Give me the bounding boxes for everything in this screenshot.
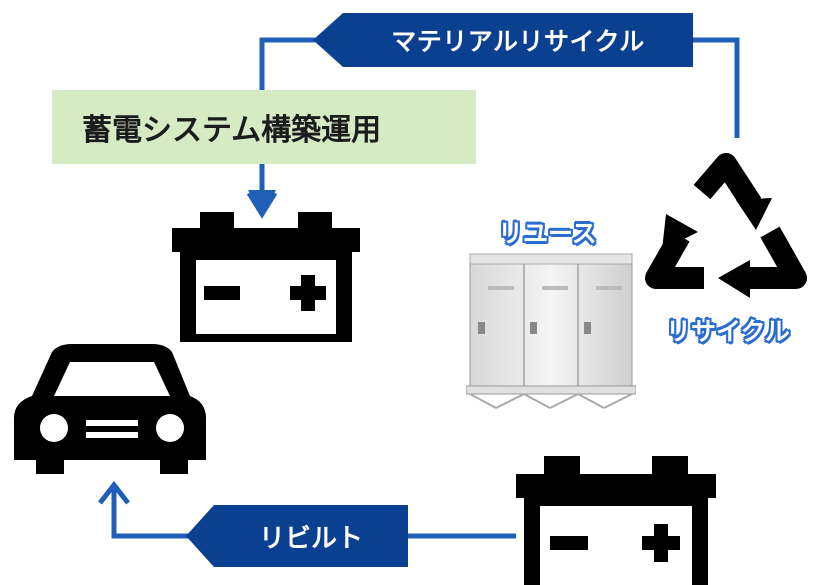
- material-recycle-label: マテリアルリサイクル: [391, 27, 645, 56]
- recycle-icon: [645, 153, 807, 298]
- battery-icon: [172, 212, 360, 342]
- arrowhead-down: [246, 191, 278, 219]
- tag-shape: [313, 13, 693, 67]
- rebuild-tag: リビルト: [186, 505, 408, 567]
- rebuild-label: リビルト: [258, 523, 363, 554]
- connector-material-to-recycle: [693, 37, 740, 138]
- storage-system-label: 蓄電システム構築運用: [82, 113, 382, 148]
- arrow-down-to-battery: [248, 190, 276, 216]
- arrowhead-up: [98, 480, 130, 505]
- storage-cabinet-icon: [466, 253, 636, 409]
- car-icon: [14, 344, 206, 474]
- storage-system-box: 蓄電システム構築運用: [52, 90, 476, 164]
- tag-shape: [186, 505, 408, 567]
- reuse-label: リユース: [498, 219, 597, 248]
- recycle-label: リサイクル: [666, 317, 790, 346]
- material-recycle-tag: マテリアルリサイクル: [313, 13, 693, 67]
- battery-icon: [516, 456, 716, 585]
- connector-rebuild-to-car: [111, 488, 190, 539]
